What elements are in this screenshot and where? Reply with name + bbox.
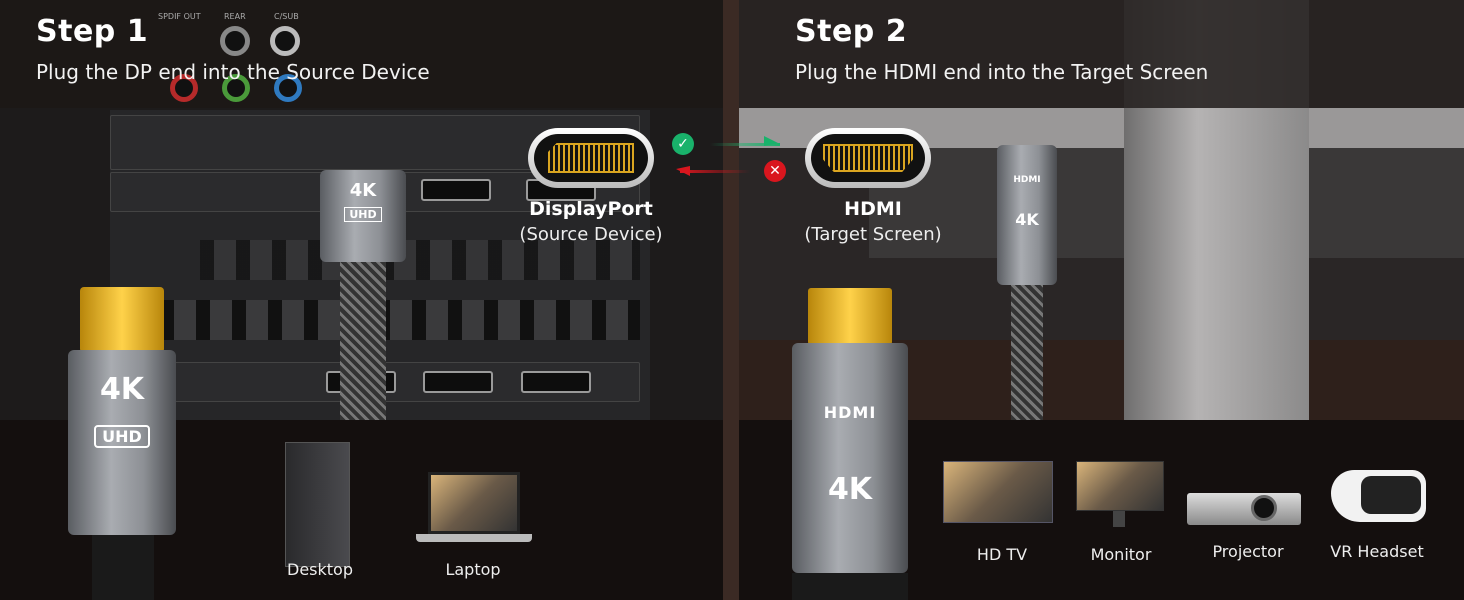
vent-grille	[200, 240, 640, 280]
dp-gold-connector	[80, 287, 164, 353]
port-label: SPDIF OUT	[158, 12, 201, 21]
arrow-left-icon	[680, 170, 750, 173]
device-label-hd-tv: HD TV	[976, 545, 1028, 564]
cable-4k-label: 4K	[99, 372, 145, 407]
step2-subtitle: Plug the HDMI end into the Target Screen	[795, 60, 1209, 84]
laptop-base	[416, 534, 532, 542]
projector-lens	[1251, 495, 1277, 521]
hdmi-plug-small: HDMI 4K	[997, 145, 1057, 285]
monitor-stand-icon	[1113, 511, 1125, 527]
cable-uhd-label: UHD	[344, 207, 382, 222]
device-label-monitor: Monitor	[1090, 545, 1152, 564]
projector-icon	[1187, 493, 1301, 525]
displayport-port-icon	[528, 128, 654, 188]
divider	[723, 0, 739, 600]
step2-title: Step 2	[795, 14, 908, 49]
port-label: C/SUB	[274, 12, 299, 21]
braided-cable	[340, 262, 386, 420]
hd-tv-icon	[943, 461, 1053, 523]
hdmi-gold-connector	[808, 288, 892, 345]
device-label-vr-headset: VR Headset	[1330, 542, 1424, 561]
audio-jack	[270, 26, 300, 56]
cable-boot	[792, 573, 908, 600]
audio-jack	[170, 74, 198, 102]
cable-4k-label: 4K	[827, 472, 873, 507]
port-label: REAR	[224, 12, 246, 21]
cable-4k-label: 4K	[349, 180, 377, 201]
laptop-icon	[428, 472, 520, 534]
audio-jack	[222, 74, 250, 102]
displayport-label: DisplayPort	[529, 198, 653, 220]
cable-4k-label: 4K	[1015, 210, 1039, 229]
check-icon: ✓	[672, 133, 694, 155]
step1-header: SPDIF OUT REAR C/SUB Step 1 Plug the DP …	[0, 0, 723, 108]
step2-header: Step 2 Plug the HDMI end into the Target…	[739, 0, 1464, 108]
device-label-desktop: Desktop	[287, 560, 353, 579]
monitor-icon	[1076, 461, 1164, 511]
arrow-head	[676, 166, 690, 176]
audio-jack	[274, 74, 302, 102]
hdmi-plug-large: HDMI 4K	[792, 343, 908, 573]
vent-grille	[160, 300, 640, 340]
cable-uhd-label: UHD	[94, 425, 150, 448]
dp-port	[421, 179, 491, 201]
dp-plug-large: 4K UHD	[68, 350, 176, 535]
vr-headset-icon	[1331, 470, 1426, 522]
audio-jack	[220, 26, 250, 56]
device-label-laptop: Laptop	[445, 560, 501, 579]
cross-icon: ✕	[764, 160, 786, 182]
arrow-head	[764, 136, 778, 146]
cable-hdmi-label: HDMI	[823, 403, 877, 422]
step1-subtitle: Plug the DP end into the Source Device	[36, 60, 430, 84]
dp-plug-small: 4K UHD	[320, 170, 406, 262]
cable-boot	[92, 535, 154, 600]
step1-title: Step 1	[36, 14, 149, 49]
arrow-right-icon	[710, 143, 780, 146]
dp-port	[521, 371, 591, 393]
hdmi-label: HDMI	[844, 198, 902, 220]
hdmi-role: (Target Screen)	[804, 224, 942, 245]
gpu-slot	[150, 362, 640, 402]
hdmi-port-icon	[805, 128, 931, 188]
desktop-icon	[285, 442, 350, 567]
braided-cable	[1011, 285, 1043, 420]
cable-hdmi-label: HDMI	[1013, 175, 1041, 185]
vr-visor	[1361, 476, 1421, 514]
dp-port	[423, 371, 493, 393]
device-label-projector: Projector	[1212, 542, 1284, 561]
displayport-role: (Source Device)	[519, 224, 663, 245]
